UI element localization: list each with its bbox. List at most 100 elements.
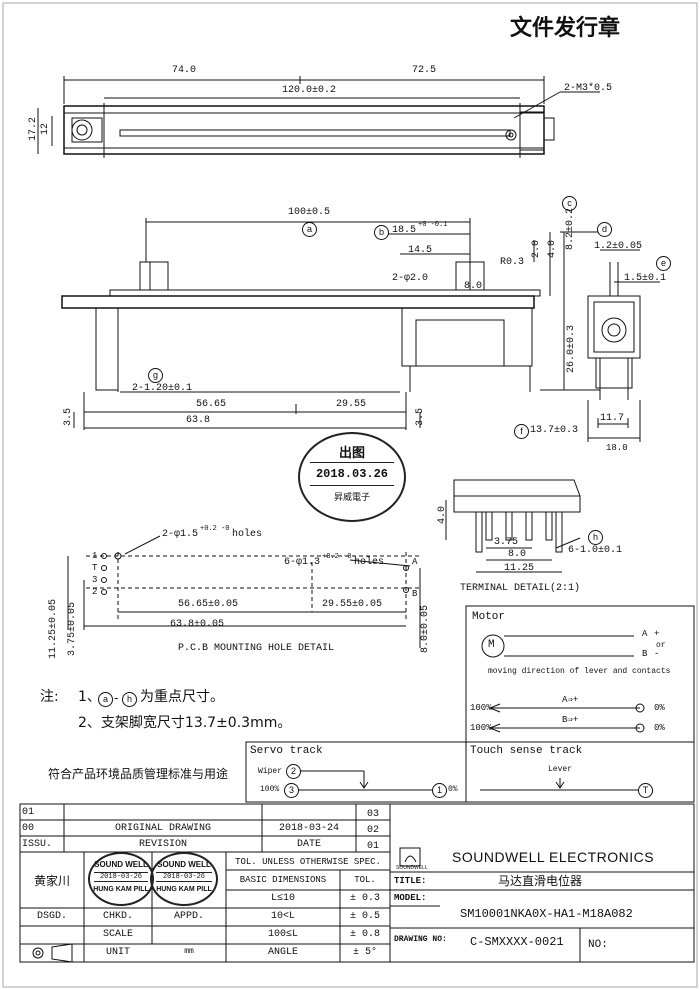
motor-label: Motor [472, 611, 506, 623]
motor-pin-b: B [642, 649, 648, 659]
drawer-name: 黄家川 [33, 875, 70, 889]
appd-label: APPD. [173, 911, 204, 922]
dim-56-65: 56.65 [196, 399, 227, 410]
pcb-pin-2: 2 [92, 587, 98, 597]
marker-h: h [588, 530, 603, 545]
signature-stamp-2: SOUND WELL 2018-03-26 HUNG KAM PILL [150, 852, 218, 906]
notes-prefix: 注: [40, 689, 59, 705]
marker-c: c [562, 196, 577, 211]
dim-travel: 120.0±0.2 [282, 85, 337, 96]
pcb-pin-B: B [412, 589, 418, 599]
rohs-note: 符合产品环境品质管理标准与用途 [48, 767, 229, 781]
servo-wiper: Wiper [258, 767, 283, 776]
notes-line1-num: 1、 [78, 689, 101, 705]
approval-stamp-title: 出图 [338, 446, 365, 461]
dim-1-2: 1.2±0.05 [594, 241, 643, 252]
pcb-pin-3: 3 [92, 575, 98, 585]
motor-row2-left: 100% [470, 723, 492, 733]
tol-label: TOL. [354, 875, 376, 885]
motor-or: or [656, 641, 666, 650]
title-value: 马达直滑电位器 [498, 874, 583, 888]
dim-height-outer: 17.2 [28, 116, 40, 142]
stamp1-top: SOUND WELL [94, 860, 148, 869]
marker-f: f [514, 424, 529, 439]
basic-dim-label: BASIC DIMENSIONS [239, 875, 327, 885]
stamp2-bottom: HUNG KAM PILL [156, 886, 212, 893]
dim-3-5-right: 3.5 [415, 407, 427, 427]
tol-row3-dim: 100≤L [267, 929, 298, 940]
drawing-no-label: DRAWING NO: [394, 935, 447, 944]
term-dim-4: 4.0 [437, 505, 449, 525]
notes-dash: - [114, 691, 119, 705]
touch-lever: Lever [548, 765, 573, 774]
dim-18-0: 18.0 [606, 443, 628, 453]
marker-g: g [148, 368, 163, 383]
motor-row1-left: 100% [470, 703, 492, 713]
term-dim-11-25: 11.25 [504, 563, 535, 574]
servo-title: Servo track [250, 745, 323, 757]
unit-value: mm [184, 947, 194, 956]
tol-row4-dim: ANGLE [267, 947, 298, 958]
pcb-holes-a: 2-φ1.5 [162, 529, 199, 540]
term-dim-h: 6-1.0±0.1 [568, 545, 623, 556]
side-view-outline [61, 261, 541, 392]
dim-g: 2-1.20±0.1 [132, 383, 193, 394]
tol-header: TOL. UNLESS OTHERWISE SPEC. [235, 857, 381, 867]
dim-63-8: 63.8 [186, 415, 211, 426]
original-drawing: ORIGINAL DRAWING [114, 823, 211, 834]
dim-top-left: 74.0 [172, 65, 197, 76]
dsgd-label: DSGD. [36, 911, 67, 922]
pcb-holes-b: 6-φ1.3 [284, 557, 321, 568]
dim-top-right: 72.5 [412, 65, 437, 76]
rev-01-right: 01 [366, 841, 379, 852]
touch-pin-T: T [638, 783, 653, 798]
pcb-dim-63-8: 63.8±0.05 [170, 619, 225, 630]
dim-8-2: 8.2±0.2 [565, 207, 577, 251]
stamp1-date: 2018-03-26 [94, 872, 148, 882]
pcb-pin-A: A [412, 557, 418, 567]
motor-row1-mid: A⇒+ [562, 695, 579, 705]
tol-row4-val: ± 5° [352, 947, 377, 958]
stamp2-date: 2018-03-26 [156, 872, 212, 882]
dim-26: 26.0±0.3 [566, 324, 578, 374]
doc-release-stamp: 文件发行章 [510, 16, 621, 41]
signature-stamp-1: SOUND WELL 2018-03-26 HUNG KAM PILL [88, 852, 154, 906]
tol-row1-val: ± 0.3 [349, 893, 380, 904]
terminal-detail-title: TERMINAL DETAIL(2:1) [460, 583, 581, 594]
approval-stamp-company: 昇威電子 [333, 493, 370, 503]
terminal-detail-outline [453, 479, 581, 553]
rev-00: 00 [22, 823, 35, 834]
pcb-dim-11-25: 11.25±0.05 [48, 598, 60, 660]
touch-title: Touch sense track [470, 745, 583, 757]
marker-a: a [302, 222, 317, 237]
pcb-dim-56-65: 56.65±0.05 [178, 599, 239, 610]
servo-left: 100% [260, 785, 280, 794]
term-dim-8: 8.0 [508, 549, 527, 560]
marker-e: e [656, 256, 671, 271]
dim-100: 100±0.5 [288, 207, 331, 218]
servo-pin-3: 3 [284, 783, 299, 798]
pcb-holes-b-tol: +0.2 -0 [322, 553, 352, 561]
motor-row2-right: 0% [654, 723, 665, 733]
servo-pin-1: 1 [432, 783, 447, 798]
pcb-pin-T: T [92, 563, 98, 573]
motor-plus-a: + [654, 629, 660, 639]
tol-row2-val: ± 0.5 [349, 911, 380, 922]
dim-3-5-left: 3.5 [63, 407, 75, 427]
dim-14-5: 14.5 [408, 245, 433, 256]
approval-stamp: 出图 2018.03.26 昇威電子 [298, 432, 406, 522]
dim-r03: R0.3 [500, 257, 525, 268]
date-label: DATE [296, 839, 321, 850]
tol-row3-val: ± 0.8 [349, 929, 380, 940]
pcb-dim-3-75: 3.75±0.05 [67, 601, 79, 657]
stamp2-top: SOUND WELL [157, 860, 211, 869]
company-logo: SOUNDWELL [396, 865, 428, 871]
revision-label: REVISION [138, 839, 187, 850]
marker-d: d [597, 222, 612, 237]
title-label: TITLE: [394, 876, 427, 886]
model-label: MODEL: [394, 893, 427, 903]
dim-11-7: 11.7 [600, 413, 625, 424]
servo-pin-2: 2 [286, 764, 301, 779]
scale-label: SCALE [102, 929, 133, 940]
motor-symbol: M [488, 639, 495, 651]
